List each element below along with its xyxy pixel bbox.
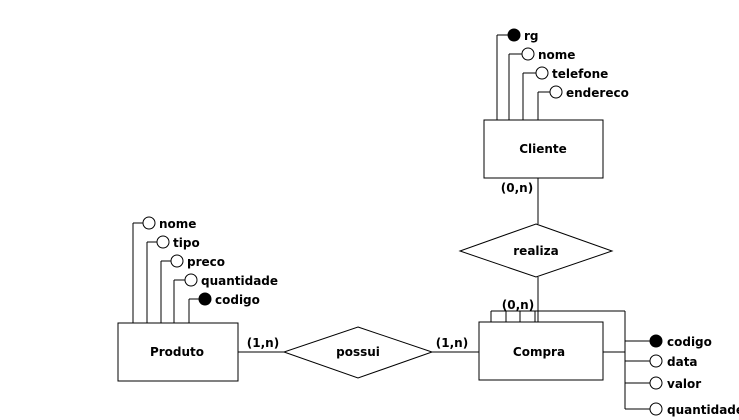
cardinality-cliente-realiza: (0,n) bbox=[501, 181, 533, 195]
key-attribute-marker-icon bbox=[649, 334, 663, 348]
relationship-possui: possui bbox=[282, 326, 434, 379]
produto-attribute-nome-label: nome bbox=[159, 217, 196, 231]
entity-cliente: Cliente bbox=[483, 119, 604, 179]
attribute-marker-icon bbox=[521, 47, 535, 61]
cliente-attribute-telefone: telefone bbox=[535, 66, 608, 81]
produto-attribute-nome: nome bbox=[142, 216, 196, 231]
compra-attribute-data: data bbox=[649, 354, 698, 369]
produto-attribute-quantidade: quantidade bbox=[184, 273, 278, 288]
entity-compra: Compra bbox=[478, 321, 604, 381]
attribute-marker-icon bbox=[649, 354, 663, 368]
cardinality-produto-possui: (1,n) bbox=[247, 336, 279, 350]
cliente-attribute-rg-label: rg bbox=[524, 29, 539, 43]
attribute-marker-icon bbox=[649, 376, 663, 390]
produto-attribute-codigo-label: codigo bbox=[215, 293, 260, 307]
cliente-attribute-rg: rg bbox=[507, 28, 539, 43]
attribute-marker-icon bbox=[535, 66, 549, 80]
relationship-possui-label: possui bbox=[336, 345, 380, 359]
produto-attribute-tipo-label: tipo bbox=[173, 236, 200, 250]
entity-produto: Produto bbox=[117, 322, 239, 382]
key-attribute-marker-icon bbox=[198, 292, 212, 306]
entity-cliente-label: Cliente bbox=[519, 142, 567, 156]
compra-attribute-data-label: data bbox=[667, 355, 698, 369]
compra-attribute-valor-label: valor bbox=[667, 377, 701, 391]
relationship-realiza: realiza bbox=[458, 223, 614, 278]
cliente-attribute-endereco-label: endereco bbox=[566, 86, 629, 100]
cliente-attribute-endereco: endereco bbox=[549, 85, 629, 100]
cardinality-compra-possui: (1,n) bbox=[436, 336, 468, 350]
relationship-realiza-label: realiza bbox=[513, 244, 558, 258]
compra-attribute-codigo-label: codigo bbox=[667, 335, 712, 349]
entity-compra-label: Compra bbox=[513, 345, 565, 359]
produto-attribute-preco-label: preco bbox=[187, 255, 225, 269]
attribute-marker-icon bbox=[170, 254, 184, 268]
key-attribute-marker-icon bbox=[507, 28, 521, 42]
entity-produto-label: Produto bbox=[150, 345, 204, 359]
attribute-marker-icon bbox=[649, 402, 663, 416]
compra-attribute-quantidade-label: quantidade bbox=[667, 403, 739, 417]
attribute-marker-icon bbox=[549, 85, 563, 99]
compra-attribute-valor: valor bbox=[649, 376, 701, 391]
produto-attribute-quantidade-label: quantidade bbox=[201, 274, 278, 288]
cliente-attribute-nome-label: nome bbox=[538, 48, 575, 62]
compra-attribute-quantidade: quantidade bbox=[649, 402, 739, 417]
compra-attribute-codigo: codigo bbox=[649, 334, 712, 349]
cliente-attribute-telefone-label: telefone bbox=[552, 67, 608, 81]
attribute-marker-icon bbox=[156, 235, 170, 249]
produto-attribute-tipo: tipo bbox=[156, 235, 200, 250]
attribute-marker-icon bbox=[184, 273, 198, 287]
attribute-marker-icon bbox=[142, 216, 156, 230]
cliente-attribute-nome: nome bbox=[521, 47, 575, 62]
produto-attribute-preco: preco bbox=[170, 254, 225, 269]
produto-attribute-codigo: codigo bbox=[198, 292, 260, 307]
cardinality-compra-realiza: (0,n) bbox=[502, 298, 534, 312]
